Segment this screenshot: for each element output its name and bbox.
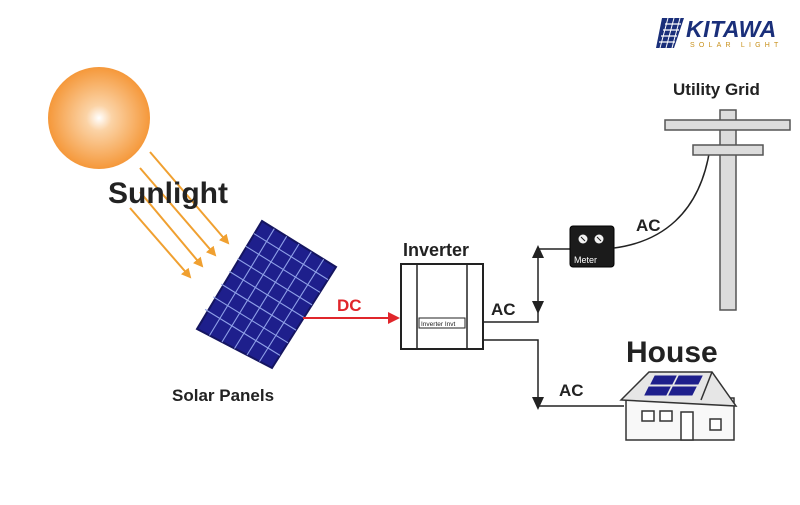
solar-panel-icon [195, 219, 338, 370]
sun-ray-arrow [149, 151, 230, 245]
utility-grid-label: Utility Grid [673, 80, 760, 99]
inverter-plate-label: Inverter Invt [421, 321, 456, 328]
ac-line-to-meter [483, 248, 570, 323]
meter-label: Meter [574, 255, 597, 265]
sun-icon [48, 67, 150, 169]
ac-house-label: AC [559, 381, 584, 400]
utility-pole-icon [664, 109, 791, 311]
ac-grid-label: AC [636, 216, 661, 235]
brand-logo: KITAWA SOLAR LIGHT [656, 16, 783, 49]
sun-rays [129, 151, 230, 279]
ac-wiring [483, 248, 624, 407]
arrow-down-icon [532, 397, 544, 410]
sun-ray-arrow [139, 167, 217, 257]
ac-line-to-grid [613, 147, 711, 249]
inverter-icon [400, 263, 484, 350]
arrow-up-icon [532, 245, 544, 258]
house-icon [619, 371, 738, 441]
dc-label: DC [337, 296, 362, 315]
house-label: House [626, 336, 718, 369]
solar-panels-label: Solar Panels [172, 386, 274, 405]
sun-ray-arrow [129, 207, 192, 279]
inverter-label: Inverter [403, 240, 469, 260]
sunlight-label: Sunlight [108, 177, 228, 210]
ac-line-to-house [483, 339, 624, 407]
ac-inverter-label: AC [491, 300, 516, 319]
brand-mark-icon [656, 17, 684, 49]
arrow-down-icon [532, 301, 544, 314]
brand-tagline: SOLAR LIGHT [690, 42, 783, 49]
sun-ray-arrow [139, 191, 204, 268]
meter-icon [569, 225, 615, 268]
brand-name: KITAWA [686, 16, 777, 42]
